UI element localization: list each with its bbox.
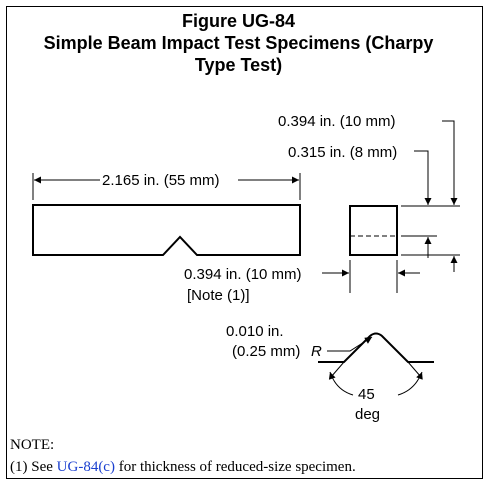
figure-title: Figure UG-84 Simple Beam Impact Test Spe… [0,10,477,76]
radius-leader [327,336,373,352]
radius-value-label: 0.010 in. [226,323,284,340]
note-item-prefix: (1) See [10,459,53,475]
thickness-note-label: [Note (1)] [187,287,250,304]
height-under-notch-leader [414,150,432,205]
angle-value-label: 45 [358,386,375,403]
angle-arc-left [328,371,354,396]
height-outer-leader [442,120,458,205]
note-item-suffix: for thickness of reduced-size specimen. [118,459,356,475]
note-heading: NOTE: [10,437,55,453]
angle-unit-label: deg [355,406,380,423]
specimen-cross-section [349,205,398,256]
note-item-1: (1) See UG-84(c) for thickness of reduce… [10,459,356,476]
notch-detail-profile [318,332,434,363]
specimen-side-view [32,204,301,256]
radius-mm-label: (0.25 mm) [232,343,300,360]
title-line-1: Figure UG-84 [181,11,296,31]
angle-arc-right [397,371,423,396]
angle-extension-left [330,361,345,378]
height-outer-label: 0.394 in. (10 mm) [278,113,396,130]
title-line-2: Simple Beam Impact Test Specimens (Charp… [43,33,434,53]
length-label: 2.165 in. (55 mm) [102,172,220,189]
radius-symbol-label: R [311,343,322,360]
title-line-3: Type Test) [194,55,283,75]
thickness-label: 0.394 in. (10 mm) [184,266,302,283]
height-under-notch-label: 0.315 in. (8 mm) [288,144,397,161]
angle-extension-right [407,361,422,378]
figure-frame [6,6,483,479]
note-reference-link[interactable]: UG-84(c) [56,459,115,475]
